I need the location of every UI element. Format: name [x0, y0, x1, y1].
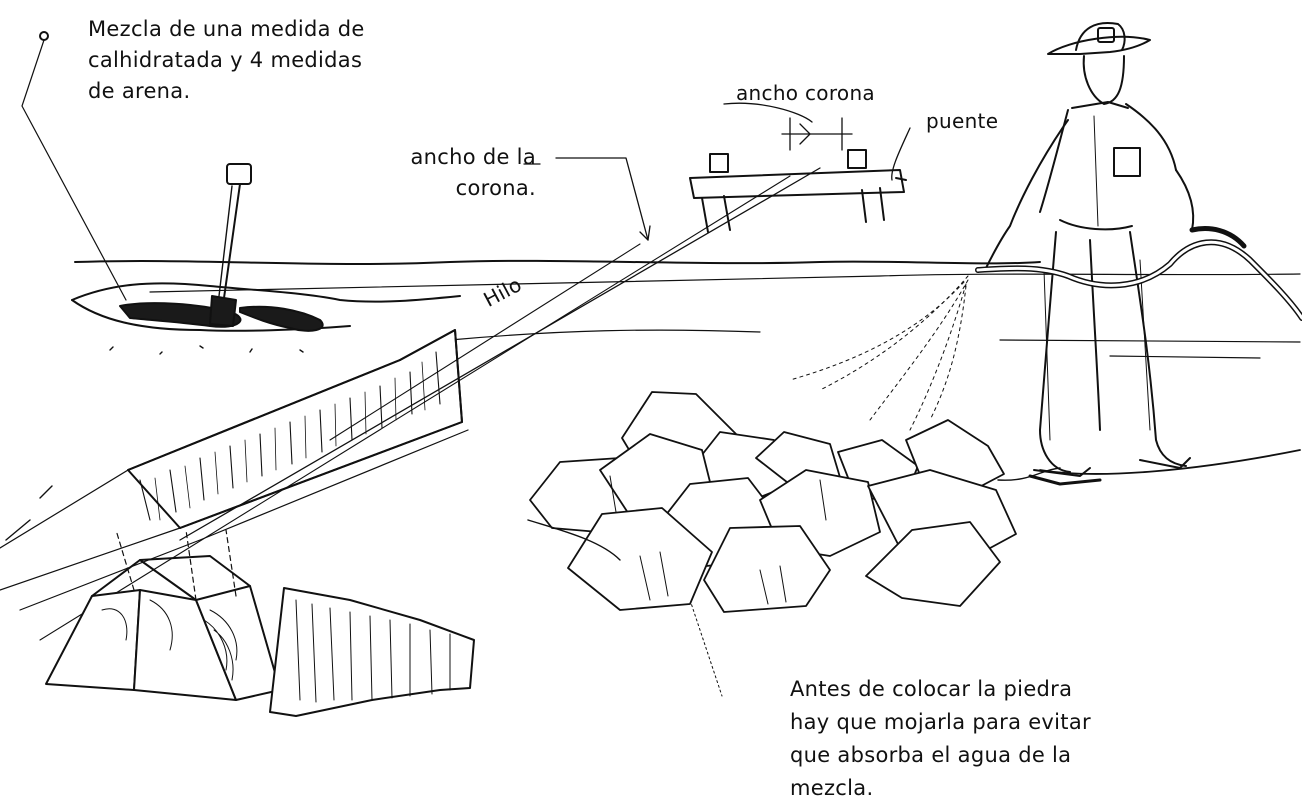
mortar-mix-note: Mezcla de una medida de calhidratada y 4…: [88, 17, 365, 103]
crown-width-short-label: ancho corona: [736, 81, 875, 105]
stone-wetting-note: Antes de colocar la piedra hay que mojar…: [790, 677, 1091, 800]
trench-wall: [0, 329, 469, 611]
shovel-icon: [209, 163, 252, 327]
leader-lines: [21, 31, 723, 697]
man-with-hose: [975, 22, 1302, 486]
water-spray: [789, 275, 969, 431]
mortar-mound: [71, 282, 461, 355]
ground-lines: [74, 259, 1301, 359]
crown-width-marker: [723, 102, 911, 181]
bridge-frame: [689, 149, 907, 233]
thread-line: [39, 167, 821, 641]
bridge-label: puente: [926, 109, 999, 133]
crown-width-label: ancho de la corona.: [410, 145, 536, 200]
stone-block-detail: [5, 485, 475, 717]
stone-pile: [527, 391, 1061, 613]
